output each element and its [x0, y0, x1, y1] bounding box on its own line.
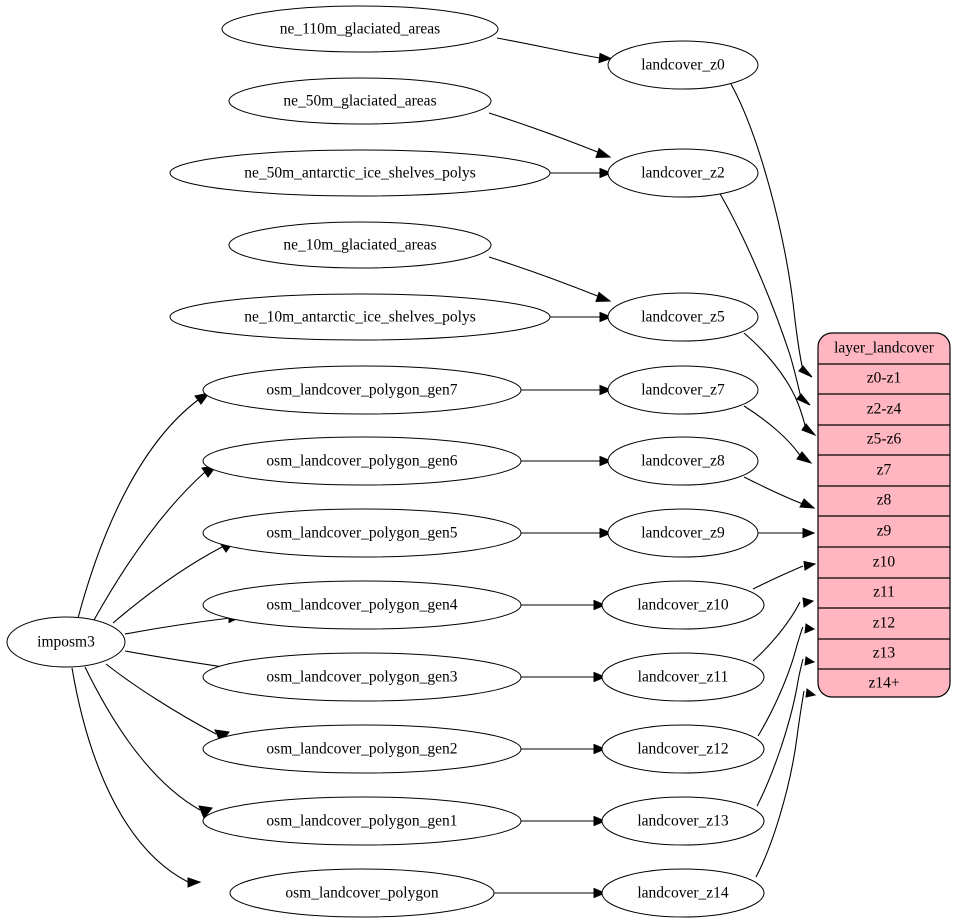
node-label: landcover_z11 [638, 669, 729, 686]
node-label: ne_50m_glaciated_areas [283, 93, 436, 110]
input-node-ne_50m_antarctic_ice_shelves_polys[interactable]: ne_50m_antarctic_ice_shelves_polys [169, 149, 551, 197]
table-row-z11[interactable]: z11 [873, 584, 895, 601]
input-node-osm_landcover_polygon[interactable]: osm_landcover_polygon [229, 868, 495, 918]
edge-z13-to-row-z13 [756, 656, 816, 807]
node-label: osm_landcover_polygon_gen7 [266, 382, 457, 399]
mid-node-landcover_z13[interactable]: landcover_z13 [601, 796, 765, 846]
node-label: osm_landcover_polygon_gen3 [266, 669, 457, 686]
edge-z5-to-row-z5z6 [743, 332, 817, 437]
layer-landcover-table[interactable]: layer_landcover z0-z1 z2-z4 z5-z6 z7 z8 … [817, 332, 951, 698]
mid-node-landcover_z8[interactable]: landcover_z8 [607, 436, 759, 486]
edge-imposm3-to-gen1 [84, 666, 213, 819]
input-node-osm_landcover_polygon_gen7[interactable]: osm_landcover_polygon_gen7 [202, 365, 522, 415]
node-label: landcover_z7 [641, 382, 725, 399]
edge-gen7-to-z7 [521, 384, 613, 396]
edge-imposm3-to-gen6 [93, 465, 218, 621]
table-row-z7[interactable]: z7 [877, 462, 892, 479]
input-node-osm_landcover_polygon_gen6[interactable]: osm_landcover_polygon_gen6 [202, 436, 522, 486]
input-node-osm_landcover_polygon_gen5[interactable]: osm_landcover_polygon_gen5 [202, 508, 522, 558]
edge-z8-to-row-z8 [743, 476, 816, 509]
edge-imposm3-to-gen7 [77, 392, 211, 619]
edge-z12-to-row-z12 [757, 623, 816, 737]
node-label: osm_landcover_polygon_gen4 [266, 597, 457, 614]
table-header-label: layer_landcover [834, 340, 935, 357]
input-node-osm_landcover_polygon_gen1[interactable]: osm_landcover_polygon_gen1 [202, 796, 522, 846]
mid-node-landcover_z0[interactable]: landcover_z0 [607, 40, 759, 90]
table-row-z13[interactable]: z13 [873, 645, 896, 662]
edge-z11-to-row-z11 [752, 597, 815, 662]
edge-imposm3-to-polygon [71, 667, 202, 888]
node-label: ne_50m_antarctic_ice_shelves_polys [244, 165, 476, 182]
edge-gen4-to-z10 [521, 599, 607, 611]
edge-z2-to-row-z2z4 [718, 191, 811, 406]
input-node-osm_landcover_polygon_gen4[interactable]: osm_landcover_polygon_gen4 [202, 580, 522, 630]
table-row-z12[interactable]: z12 [873, 615, 895, 632]
mid-node-landcover_z10[interactable]: landcover_z10 [601, 580, 765, 630]
edge-gen1-to-z13 [521, 815, 607, 827]
node-label: landcover_z12 [637, 741, 728, 758]
node-label: osm_landcover_polygon_gen2 [266, 741, 457, 758]
mid-node-landcover_z9[interactable]: landcover_z9 [607, 508, 759, 558]
edge-layer [71, 37, 817, 899]
edge-polygon-to-z14 [494, 887, 607, 899]
input-node-ne_10m_antarctic_ice_shelves_polys[interactable]: ne_10m_antarctic_ice_shelves_polys [169, 293, 551, 341]
input-node-ne_110m_glaciated_areas[interactable]: ne_110m_glaciated_areas [221, 5, 499, 53]
node-label: landcover_z14 [637, 885, 728, 902]
edge-ne10mglac-to-z5 [488, 256, 612, 303]
table-row-z5-z6[interactable]: z5-z6 [867, 431, 902, 448]
edge-ne50mant-to-z2 [549, 167, 613, 179]
node-label: landcover_z5 [641, 309, 725, 326]
edge-gen2-to-z12 [521, 743, 607, 755]
node-label: landcover_z8 [641, 453, 725, 470]
edge-ne110m-to-z0 [496, 37, 613, 64]
node-label: landcover_z10 [637, 597, 728, 614]
table-row-z2-z4[interactable]: z2-z4 [867, 401, 902, 418]
source-node-imposm3[interactable]: imposm3 [6, 616, 126, 668]
edge-ne10mant-to-z5 [549, 311, 613, 323]
table-row-z10[interactable]: z10 [873, 554, 896, 571]
input-node-ne_50m_glaciated_areas[interactable]: ne_50m_glaciated_areas [228, 77, 492, 125]
edge-z14-to-row-z14 [755, 688, 817, 878]
mid-node-landcover_z2[interactable]: landcover_z2 [607, 148, 759, 198]
node-label: landcover_z9 [641, 525, 725, 542]
node-label: osm_landcover_polygon_gen1 [266, 813, 457, 830]
edge-z10-to-row-z10 [752, 560, 817, 590]
node-label: ne_10m_glaciated_areas [283, 237, 436, 254]
node-label: osm_landcover_polygon_gen5 [266, 525, 457, 542]
node-label: landcover_z0 [641, 57, 725, 74]
edge-gen3-to-z11 [521, 671, 607, 683]
node-label: osm_landcover_polygon [285, 885, 439, 902]
node-label: landcover_z13 [637, 813, 728, 830]
mid-node-landcover_z7[interactable]: landcover_z7 [607, 365, 759, 415]
table-row-z0-z1[interactable]: z0-z1 [867, 370, 901, 387]
table-row-z9[interactable]: z9 [877, 523, 892, 540]
table-row-z8[interactable]: z8 [877, 492, 892, 509]
edge-gen6-to-z8 [521, 455, 613, 467]
edge-z0-to-row-z0z1 [730, 83, 813, 378]
input-node-osm_landcover_polygon_gen2[interactable]: osm_landcover_polygon_gen2 [202, 724, 522, 774]
node-label: osm_landcover_polygon_gen6 [266, 453, 457, 470]
node-label: ne_10m_antarctic_ice_shelves_polys [244, 309, 476, 326]
edge-gen5-to-z9 [521, 527, 613, 539]
table-row-z14plus[interactable]: z14+ [868, 675, 899, 692]
node-label: ne_110m_glaciated_areas [280, 21, 440, 38]
node-label: imposm3 [37, 634, 95, 651]
edge-z7-to-row-z7 [743, 405, 813, 464]
node-label: landcover_z2 [641, 165, 725, 182]
input-node-ne_10m_glaciated_areas[interactable]: ne_10m_glaciated_areas [228, 221, 492, 269]
edge-z9-to-row-z9 [758, 527, 816, 539]
mid-node-landcover_z11[interactable]: landcover_z11 [601, 652, 765, 702]
mid-node-landcover_z5[interactable]: landcover_z5 [607, 292, 759, 342]
edge-ne50mglac-to-z2 [488, 112, 612, 159]
mid-node-landcover_z14[interactable]: landcover_z14 [601, 868, 765, 918]
input-node-osm_landcover_polygon_gen3[interactable]: osm_landcover_polygon_gen3 [202, 652, 522, 702]
mid-node-landcover_z12[interactable]: landcover_z12 [601, 724, 765, 774]
